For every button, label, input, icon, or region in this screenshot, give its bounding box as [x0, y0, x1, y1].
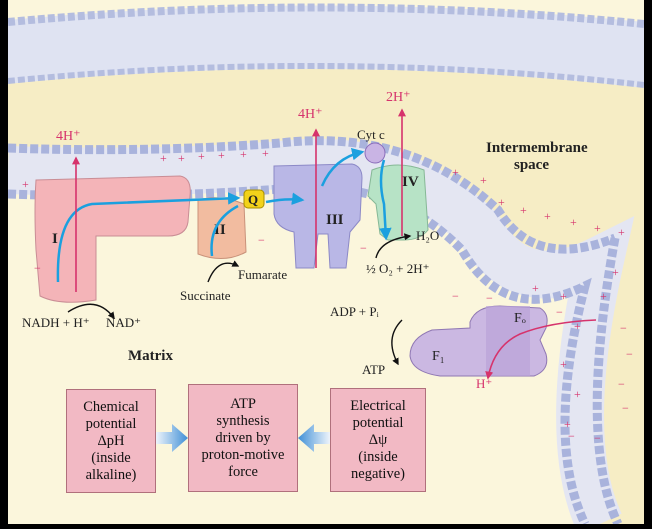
svg-text:+: + [594, 221, 601, 235]
cytochrome-c: Cyt c [357, 127, 386, 164]
svg-text:I: I [52, 231, 58, 247]
svg-text:−: − [620, 321, 627, 335]
svg-text:+: + [498, 195, 505, 209]
svg-text:+: + [612, 265, 619, 279]
svg-text:−: − [618, 377, 625, 391]
svg-text:+: + [178, 151, 185, 165]
svg-text:+: + [564, 417, 571, 431]
atp-synthase: Fₒ F₁ [409, 305, 548, 377]
svg-text:−: − [360, 241, 367, 255]
charge-signs: + + + + + + + + + + + + + + + + + + + + + + + − − − − − − −… [22, 146, 633, 445]
electron-flow [56, 147, 392, 283]
svg-text:+: + [574, 319, 581, 333]
label-nadh: NADH + H⁺ [22, 315, 90, 330]
svg-text:+: + [618, 225, 625, 239]
svg-text:+: + [600, 289, 607, 303]
svg-text:+: + [240, 147, 247, 161]
proton-flow [72, 108, 597, 380]
chemical-potential-box: Chemical potential ΔpH (inside alkaline) [66, 389, 156, 493]
svg-text:+: + [452, 165, 459, 179]
inner-membrane [7, 138, 635, 529]
svg-text:+: + [480, 173, 487, 187]
svg-text:Cyt c: Cyt c [357, 127, 385, 142]
intermembrane-region [8, 68, 644, 525]
svg-text:+: + [570, 215, 577, 229]
svg-text:+: + [574, 387, 581, 401]
svg-text:+: + [560, 357, 567, 371]
svg-text:−: − [568, 429, 575, 443]
svg-text:+: + [160, 151, 167, 165]
svg-text:+: + [532, 281, 539, 295]
svg-text:+: + [198, 149, 205, 163]
svg-text:+: + [22, 177, 29, 191]
label-nad: NAD⁺ [106, 315, 141, 330]
svg-text:IV: IV [402, 174, 419, 190]
svg-text:−: − [486, 291, 493, 305]
intermembrane-label-1: Intermembrane [486, 140, 588, 156]
svg-text:−: − [556, 305, 563, 319]
outer-membrane [8, 5, 644, 88]
matrix-label: Matrix [128, 348, 173, 364]
intermembrane-label-2: space [514, 157, 549, 173]
svg-text:+: + [544, 209, 551, 223]
label-2h: 2H⁺ [386, 90, 411, 105]
label-4h-mid: 4H⁺ [298, 107, 323, 122]
svg-text:−: − [452, 289, 459, 303]
electrical-potential-box: Electrical potential Δψ (inside negative… [330, 388, 426, 492]
label-succinate: Succinate [180, 288, 231, 303]
svg-text:−: − [594, 431, 601, 445]
svg-text:Fₒ: Fₒ [514, 311, 526, 326]
svg-text:+: + [218, 148, 225, 162]
svg-text:−: − [258, 233, 265, 247]
svg-text:F₁: F₁ [432, 349, 445, 364]
svg-text:+: + [560, 289, 567, 303]
label-4h-left: 4H⁺ [56, 129, 81, 144]
label-atp: ATP [362, 362, 385, 377]
reaction-arrows [67, 233, 412, 366]
svg-text:−: − [626, 347, 633, 361]
label-h-bottom: H⁺ [476, 376, 492, 391]
label-fumarate: Fumarate [238, 267, 287, 282]
svg-text:+: + [262, 146, 269, 160]
complex-ii: II [197, 197, 247, 259]
complex-i: I [34, 175, 191, 303]
svg-text:Q: Q [248, 192, 258, 207]
arrow-chemical-to-atp [156, 424, 188, 452]
complex-iii: III [273, 163, 363, 269]
label-adp: ADP + Pᵢ [330, 304, 380, 319]
atp-synthesis-box: ATP synthesis driven by proton-motive fo… [188, 384, 298, 492]
label-half-o2: ½ O₂ + 2H⁺ [366, 261, 430, 276]
svg-text:−: − [622, 401, 629, 415]
svg-text:−: − [34, 261, 41, 275]
arrow-electrical-to-atp [298, 424, 330, 452]
q-ubiquinone: Q [243, 189, 265, 209]
svg-text:+: + [520, 203, 527, 217]
svg-text:III: III [326, 212, 344, 228]
label-h2o: H₂O [416, 228, 439, 243]
svg-text:II: II [214, 222, 226, 238]
